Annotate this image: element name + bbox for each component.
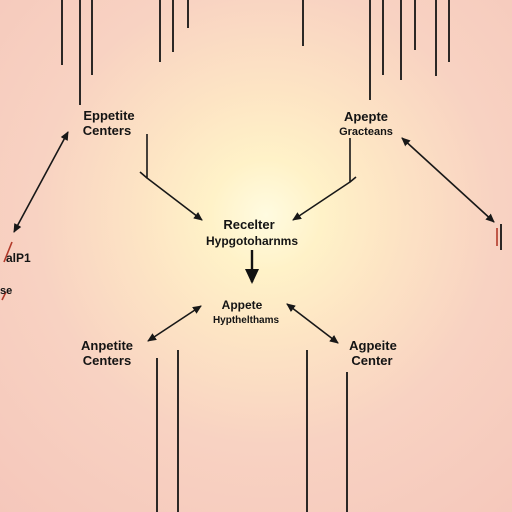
node-label-line2: Gracteans xyxy=(339,126,393,138)
node-label-line1: Eppetite xyxy=(83,108,134,123)
top-vertical-lines xyxy=(61,0,450,105)
node-label-line2: Center xyxy=(351,353,392,368)
node-label-line2: Centers xyxy=(83,353,131,368)
arrow-top-right-to-right-edge xyxy=(401,137,495,223)
node-label-line2: Hypgotoharnms xyxy=(206,234,298,248)
arrow-left-edge-to-top-left xyxy=(13,131,69,233)
node-label-line1: Recelter xyxy=(223,217,274,232)
left-edge-marks xyxy=(1,241,13,301)
node-label-line2: Hypthelthams xyxy=(213,315,280,326)
red-mark xyxy=(3,241,13,263)
node-center-bottom: Appete Hypthelthams xyxy=(213,298,280,326)
node-label-line2: Centers xyxy=(83,123,131,138)
node-label-line1: Agpeite xyxy=(349,338,397,353)
arrow-tick-top-left xyxy=(139,171,148,179)
node-label-line1: alP1 xyxy=(6,251,31,265)
red-mark xyxy=(1,291,7,301)
arrow-center-to-bottom-right xyxy=(286,303,339,344)
connector-arrows xyxy=(13,131,495,344)
node-center-top: Recelter Hypgotoharnms xyxy=(206,217,298,248)
arrow-top-right-to-center xyxy=(292,138,351,221)
node-top-right: Apepte Gracteans xyxy=(339,109,393,138)
right-edge-marks xyxy=(496,224,502,250)
arrow-top-left-to-center xyxy=(146,134,203,221)
node-top-left: Eppetite Centers xyxy=(83,108,135,138)
node-label-line1: Anpetite xyxy=(81,338,133,353)
node-bottom-left: Anpetite Centers xyxy=(81,338,133,368)
node-label-line1: Apepte xyxy=(344,109,388,124)
node-label-line2: se xyxy=(0,285,12,297)
node-bottom-right: Agpeite Center xyxy=(349,338,397,368)
bottom-vertical-lines xyxy=(156,350,348,512)
node-label-line1: Appete xyxy=(222,298,263,312)
arrow-tick-top-right xyxy=(349,176,357,183)
node-left-edge: alP1 se xyxy=(0,251,31,297)
arrow-center-to-bottom-left xyxy=(147,305,202,342)
